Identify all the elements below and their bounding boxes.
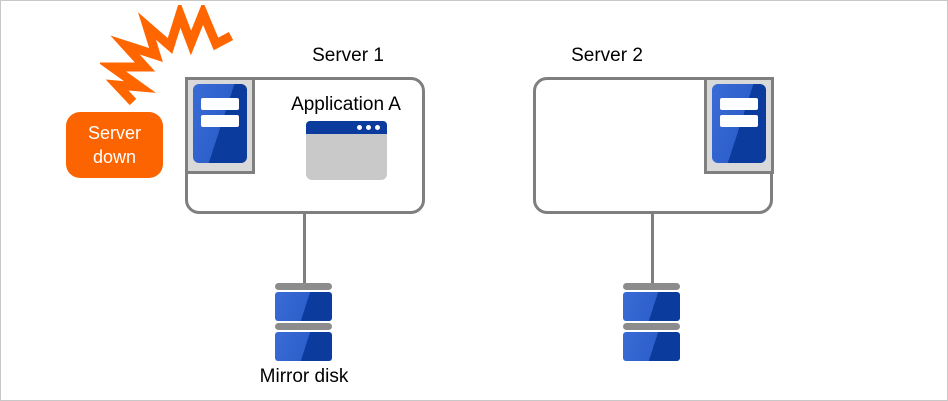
server-tower-icon	[712, 84, 766, 163]
crash-flash-icon	[100, 5, 234, 106]
window-titlebar	[306, 121, 387, 134]
disk-platter	[275, 332, 332, 361]
server-down-badge: Server down	[66, 112, 163, 178]
window-dot-icon	[357, 125, 362, 130]
crash-flash-zigzag	[100, 5, 234, 106]
server-down-line1: Server	[87, 122, 141, 143]
server2-computer-icon	[704, 77, 774, 174]
window-dot-icon	[366, 125, 371, 130]
server-slot-bar-icon	[720, 98, 758, 110]
application-window-icon	[306, 121, 387, 180]
disk-cap	[623, 323, 680, 330]
mirror-disk-label: Mirror disk	[259, 366, 349, 387]
server-slot-bar-icon	[201, 98, 239, 110]
application-label: Application A	[291, 94, 401, 115]
disk-platter	[623, 332, 680, 361]
window-body	[306, 134, 387, 180]
server-tower-icon	[193, 84, 247, 163]
mirror-disk-icon-server2	[623, 283, 680, 361]
server2-disk-connector-line	[651, 213, 654, 283]
server1-disk-connector-line	[303, 212, 306, 283]
disk-platter	[275, 292, 332, 321]
mirror-disk-icon-server1	[275, 283, 332, 361]
server-slot-bar-icon	[720, 115, 758, 127]
window-dot-icon	[375, 125, 380, 130]
disk-cap	[275, 283, 332, 290]
server1-label: Server 1	[312, 45, 384, 66]
server-down-line2: down	[92, 147, 137, 167]
server-slot-bar-icon	[201, 115, 239, 127]
disk-platter	[623, 292, 680, 321]
server1-computer-icon	[185, 77, 255, 174]
disk-cap	[275, 323, 332, 330]
server2-label: Server 2	[571, 45, 643, 66]
disk-cap	[623, 283, 680, 290]
